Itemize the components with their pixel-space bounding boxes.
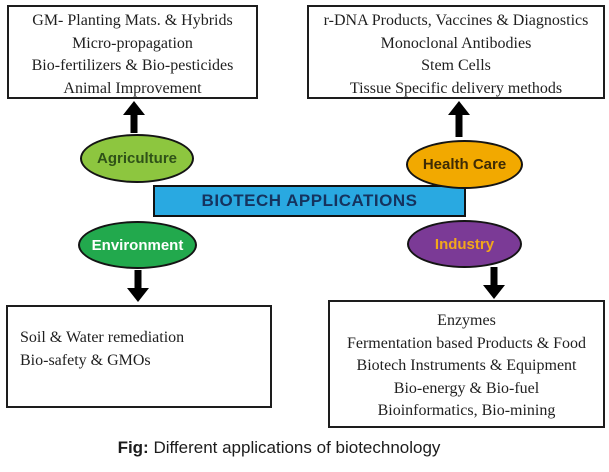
healthcare-outcomes-box: r-DNA Products, Vaccines & Diagnostics M… [307, 5, 605, 99]
node-label: Health Care [422, 156, 507, 173]
industry-outcomes-box: Enzymes Fermentation based Products & Fo… [328, 300, 605, 428]
outcome-line: Monoclonal Antibodies [380, 34, 532, 52]
outcome-line: Biotech Instruments & Equipment [356, 357, 577, 374]
agriculture-outcomes-box: GM- Planting Mats. & Hybrids Micro-propa… [7, 5, 258, 99]
environment-outcomes-box: Soil & Water remediation Bio-safety & GM… [6, 305, 272, 408]
outcome-line: r-DNA Products, Vaccines & Diagnostics [323, 12, 589, 29]
caption-prefix: Fig: [117, 438, 149, 457]
outcome-line: Micro-propagation [72, 34, 193, 52]
caption-text: Different applications of biotechnology [148, 438, 441, 457]
health-care-node: Health Care [406, 140, 523, 189]
industry-node: Industry [407, 220, 522, 268]
arrow-up-icon [123, 101, 145, 133]
figure-caption: Fig: Different applications of biotechno… [0, 438, 558, 458]
outcome-line: Bio-energy & Bio-fuel [393, 379, 540, 397]
outcome-line: Bio-safety & GMOs [20, 351, 151, 369]
arrow-down-icon [483, 267, 505, 299]
agriculture-node: Agriculture [80, 134, 194, 183]
node-label: Environment [91, 236, 184, 254]
biotech-applications-bar: BIOTECH APPLICATIONS [153, 185, 466, 217]
outcome-line: Fermentation based Products & Food [346, 334, 587, 352]
outcome-line: GM- Planting Mats. & Hybrids [32, 12, 233, 29]
outcome-line: Enzymes [437, 312, 496, 329]
outcome-line: Soil & Water remediation [20, 329, 185, 346]
bar-label: BIOTECH APPLICATIONS [201, 191, 418, 210]
node-label: Industry [434, 235, 495, 253]
outcome-line: Tissue Specific delivery methods [349, 79, 563, 97]
node-label: Agriculture [96, 150, 177, 167]
outcome-line: Bioinformatics, Bio-mining [377, 402, 556, 419]
arrow-down-icon [127, 270, 149, 302]
arrow-up-icon [448, 101, 470, 137]
outcome-line: Stem Cells [421, 57, 491, 74]
outcome-line: Bio-fertilizers & Bio-pesticides [31, 57, 234, 74]
environment-node: Environment [78, 221, 197, 269]
outcome-line: Animal Improvement [63, 79, 202, 97]
